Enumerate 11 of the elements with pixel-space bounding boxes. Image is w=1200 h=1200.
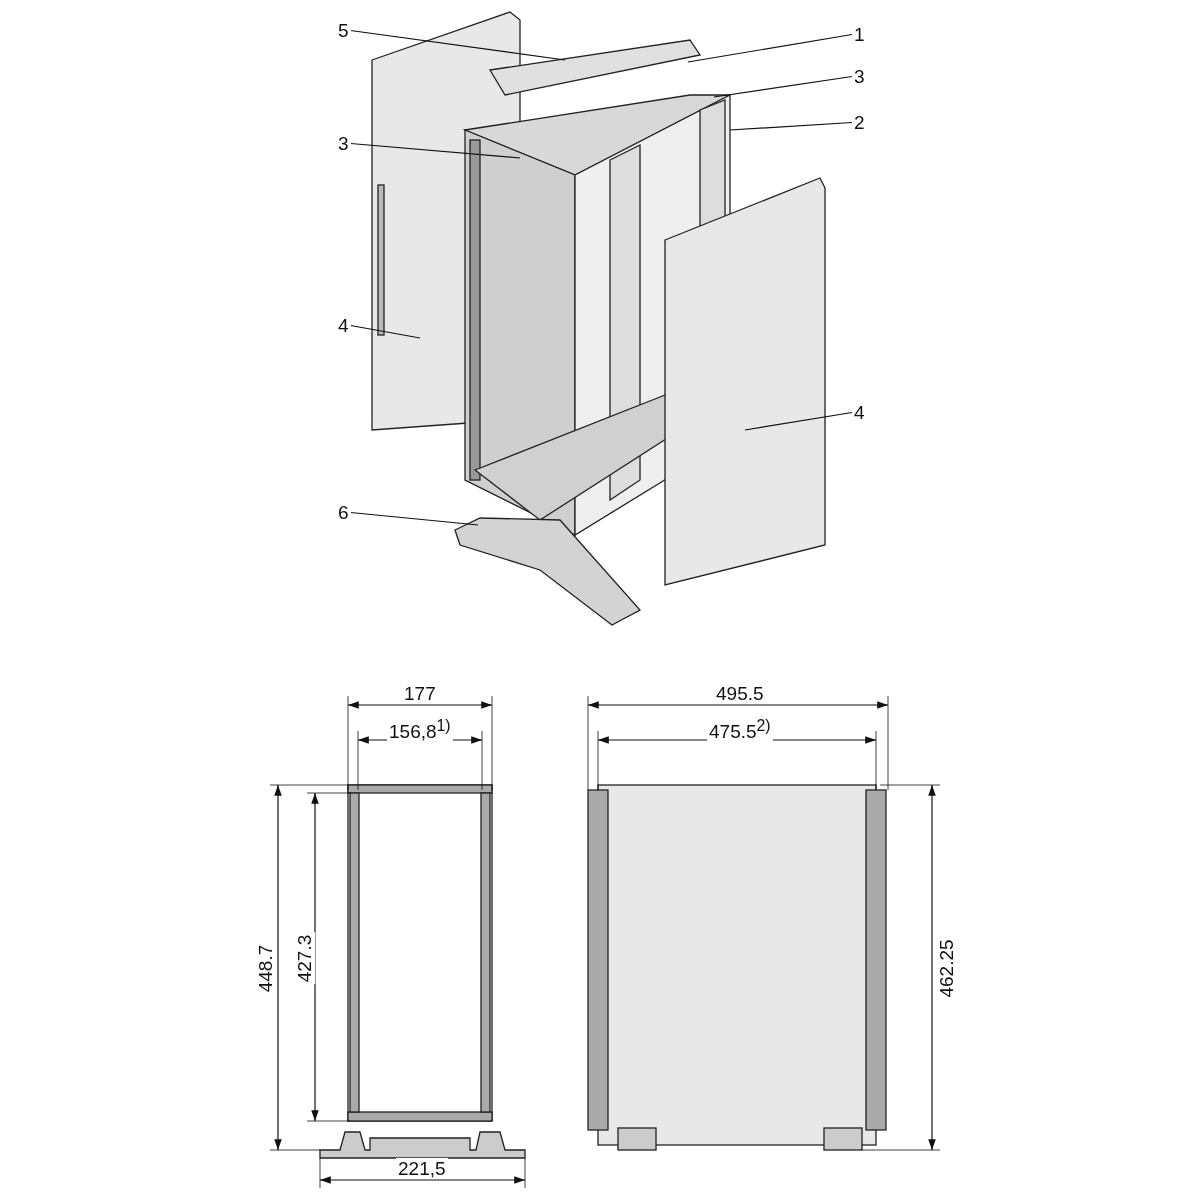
- leader-line: [687, 33, 853, 63]
- dimension-label: 475.5$^{2)}$: [707, 716, 773, 742]
- leader-line: [349, 511, 479, 526]
- dimension-label: 221,5: [396, 1157, 448, 1179]
- leader-line: [744, 411, 853, 431]
- leader-line: [349, 324, 421, 339]
- leader-line: [349, 29, 566, 61]
- leader-line: [349, 142, 521, 159]
- leader-line: [729, 121, 853, 131]
- leader-line: [713, 75, 853, 98]
- dimension-label: 156,8$^{1)}$: [387, 716, 453, 742]
